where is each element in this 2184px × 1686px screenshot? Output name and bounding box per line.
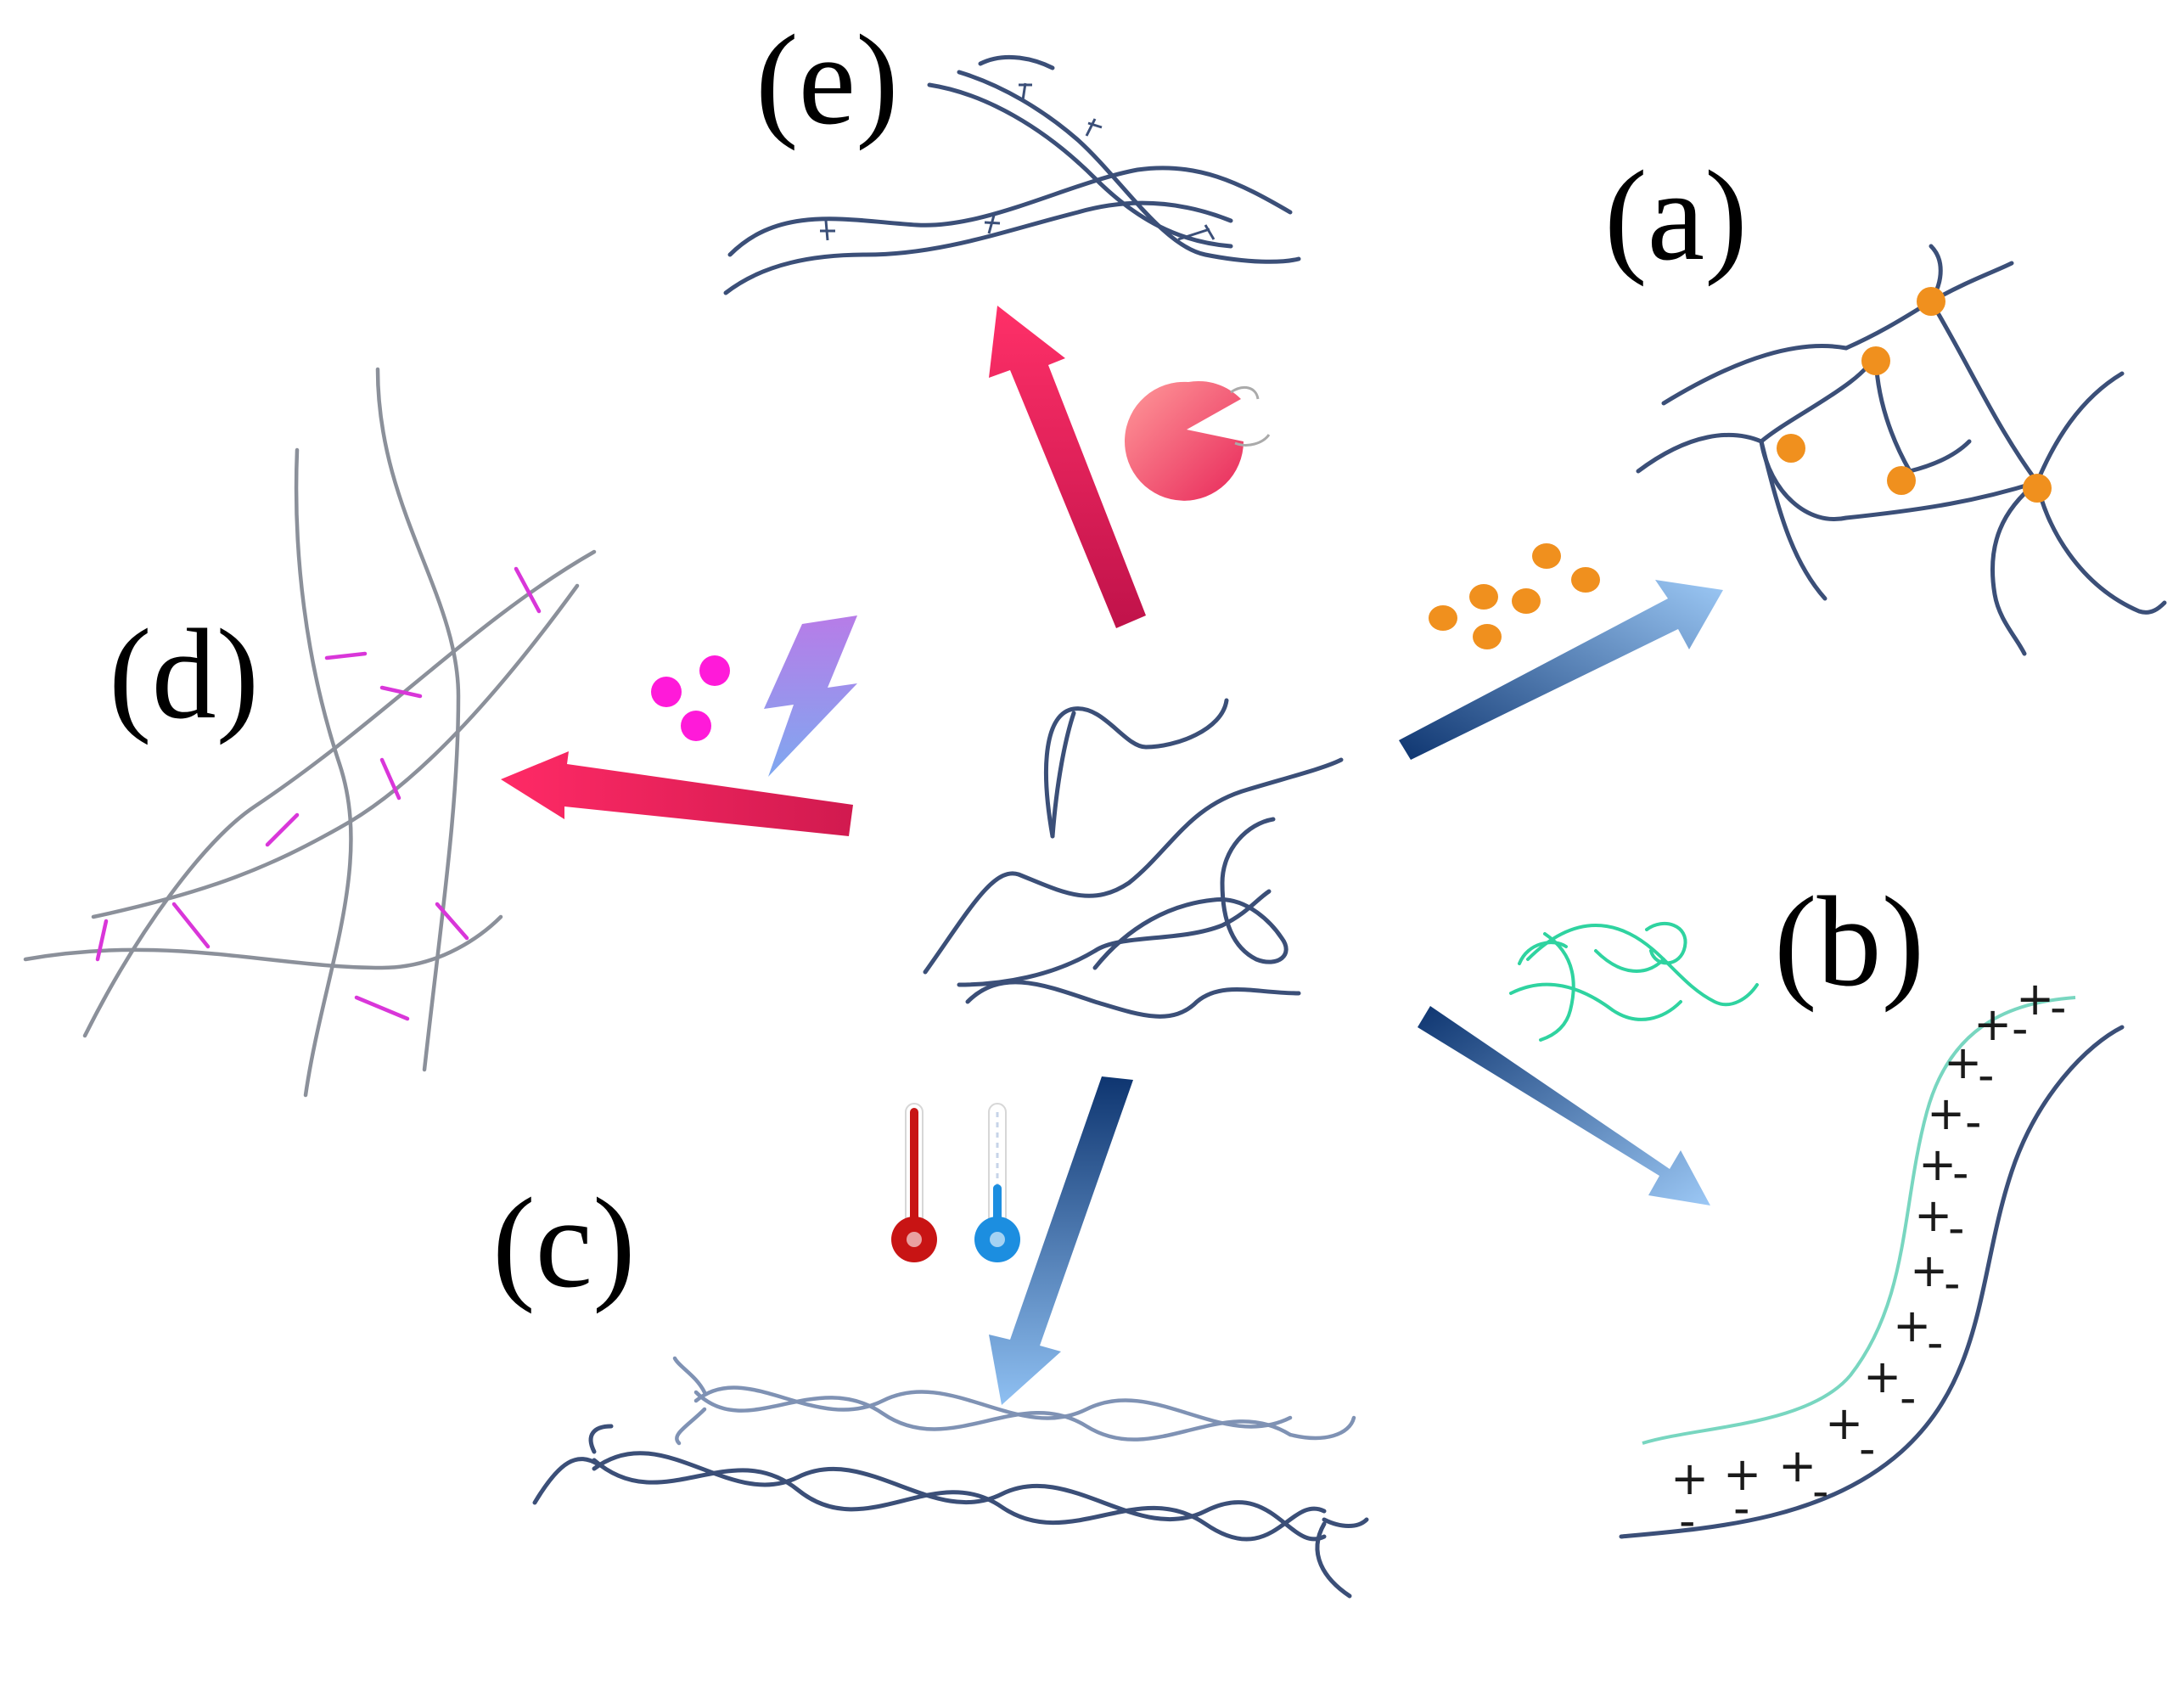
arrow-to-a — [1399, 580, 1723, 760]
svg-text:-: - — [1944, 1256, 1961, 1310]
svg-text:+: + — [1927, 1087, 1965, 1140]
arrow-to-b — [1418, 1006, 1710, 1205]
panel-e-enzymatic-network — [723, 54, 1301, 295]
svg-text:+: + — [1723, 1447, 1761, 1501]
green-polymer-coil-icon — [1509, 921, 1759, 1042]
magenta-crosslinker-dots-icon — [651, 655, 730, 741]
svg-text:-: - — [1965, 1095, 1982, 1149]
svg-text:+: + — [1944, 1036, 1982, 1089]
svg-text:+: + — [1825, 1397, 1863, 1450]
svg-text:-: - — [1948, 1201, 1965, 1255]
svg-text:+: + — [1918, 1138, 1957, 1191]
arrow-to-c — [989, 1076, 1133, 1405]
blue-thermometer-icon — [974, 1103, 1020, 1262]
panel-d-covalent-network — [23, 367, 597, 1098]
central-polymer-chains — [923, 698, 1344, 1019]
red-thermometer-icon — [891, 1103, 937, 1262]
panel-a-ionic-network — [1636, 244, 2167, 656]
svg-text:-: - — [1978, 1048, 1995, 1102]
svg-text:+: + — [1670, 1452, 1709, 1505]
panel-label-c: (c) — [492, 1172, 636, 1314]
arrow-to-d — [501, 751, 853, 836]
panel-c-double-helices — [532, 1356, 1369, 1599]
svg-text:+: + — [1910, 1244, 1948, 1297]
pacman-enzyme-icon — [1125, 380, 1271, 501]
lightning-bolt-icon — [764, 615, 857, 777]
panel-label-a: (a) — [1604, 144, 1748, 287]
svg-text:+: + — [1914, 1189, 1952, 1242]
arrow-to-e — [989, 306, 1146, 628]
svg-text:-: - — [1927, 1316, 1944, 1369]
panel-label-d: (d) — [109, 603, 259, 745]
panel-label-b: (b) — [1774, 870, 1924, 1013]
svg-text:-: - — [1859, 1422, 1876, 1475]
charge-signs: + - + - + - + - + - + - + - + - + - + - … — [1670, 972, 2067, 1548]
panel-label-e: (e) — [755, 8, 899, 151]
svg-text:+: + — [1973, 998, 2012, 1051]
svg-text:+: + — [2016, 972, 2054, 1026]
svg-text:+: + — [1863, 1350, 1901, 1403]
svg-text:+: + — [1778, 1439, 1816, 1492]
svg-text:-: - — [2050, 981, 2067, 1034]
svg-text:-: - — [1900, 1371, 1917, 1425]
svg-text:-: - — [1679, 1494, 1696, 1548]
svg-text:-: - — [1733, 1481, 1750, 1535]
svg-text:+: + — [1893, 1299, 1931, 1352]
svg-text:-: - — [1952, 1146, 1969, 1200]
svg-text:-: - — [2012, 1002, 2029, 1055]
panel-b-polyelectrolyte-complex: + - + - + - + - + - + - + - + - + - + - … — [1619, 972, 2125, 1548]
svg-text:-: - — [1812, 1464, 1829, 1518]
orange-ion-dots-icon — [1429, 543, 1600, 649]
